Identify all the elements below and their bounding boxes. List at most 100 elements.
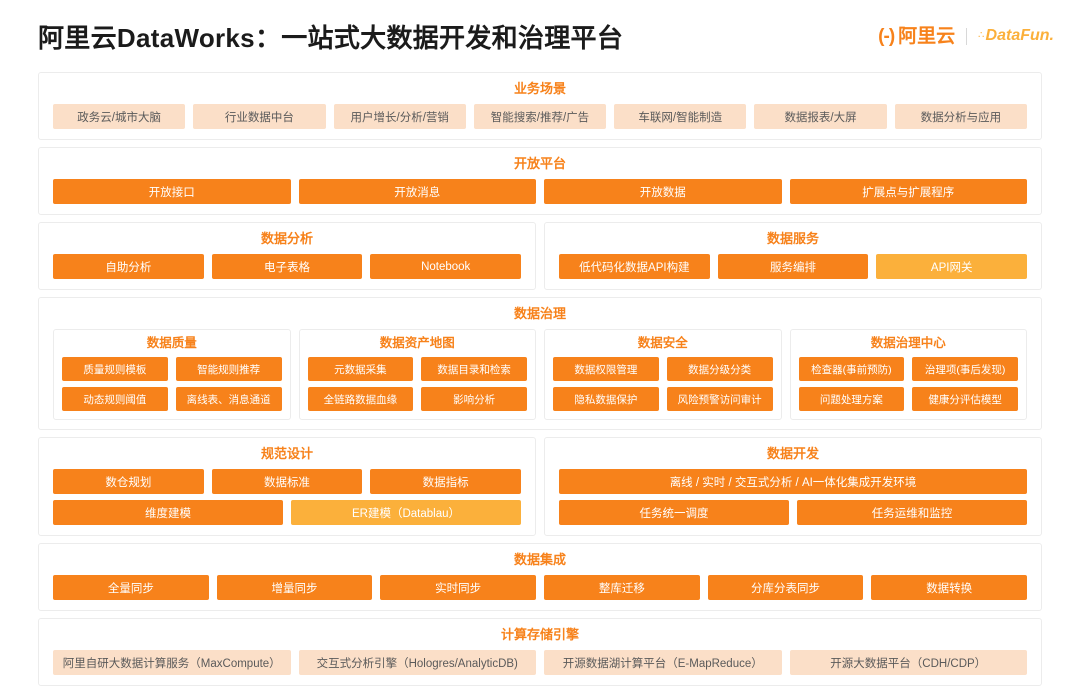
subsection-title-data-asset-map: 数据资产地图 (379, 336, 455, 350)
section-data-integration: 数据集成 全量同步 增量同步 实时同步 整库迁移 分库分表同步 数据转换 (38, 543, 1042, 611)
subsection-data-quality: 数据质量 质量规则模板 智能规则推荐 动态规则阈值 离线表、消息通道 (53, 329, 291, 420)
subsection-title-data-quality: 数据质量 (146, 336, 197, 350)
standard-design-row-2: 维度建模 ER建模（Datablau） (53, 500, 521, 525)
data-development-row-2: 任务统一调度 任务运维和监控 (559, 500, 1027, 525)
chip-dimensional-modeling[interactable]: 维度建模 (53, 500, 283, 525)
chip-full-sync[interactable]: 全量同步 (53, 575, 209, 600)
chip-service-orchestration[interactable]: 服务编排 (717, 254, 869, 279)
chip-governance-item-discovery[interactable]: 治理项(事后发现) (912, 357, 1018, 381)
chip-realtime-sync[interactable]: 实时同步 (380, 575, 537, 600)
open-platform-row: 开放接口 开放消息 开放数据 扩展点与扩展程序 (53, 179, 1027, 204)
chip-open-data[interactable]: 开放数据 (544, 179, 782, 204)
chip-spreadsheet[interactable]: 电子表格 (211, 254, 363, 279)
data-analysis-row: 自助分析 电子表格 Notebook (53, 254, 522, 279)
subsection-data-security: 数据安全 数据权限管理 数据分级分类 隐私数据保护 风险预警访问审计 (544, 329, 782, 420)
chip-self-service-analysis[interactable]: 自助分析 (53, 254, 204, 279)
chip-quality-rule-template[interactable]: 质量规则模板 (62, 357, 168, 381)
section-title-business-scenarios: 业务场景 (513, 81, 566, 96)
data-asset-map-row-1: 元数据采集 数据目录和检索 (307, 357, 527, 381)
chip-data-metrics[interactable]: 数据指标 (370, 469, 522, 494)
section-open-platform: 开放平台 开放接口 开放消息 开放数据 扩展点与扩展程序 (38, 147, 1042, 215)
section-title-data-service: 数据服务 (766, 231, 819, 246)
compute-storage-engine-row: 阿里自研大数据计算服务（MaxCompute） 交互式分析引擎（Hologres… (53, 650, 1027, 675)
chip-smart-search[interactable]: 智能搜索/推荐/广告 (473, 104, 607, 129)
chip-whole-database-migration[interactable]: 整库迁移 (544, 575, 700, 600)
section-standard-design: 规范设计 数仓规划 数据标准 数据指标 维度建模 ER建模（Datablau） (38, 437, 536, 536)
datafun-logo-text: DataFun. (985, 27, 1054, 44)
chip-api-gateway[interactable]: API网关 (876, 254, 1028, 279)
alibaba-bracket-icon: (-) (878, 25, 895, 47)
data-security-row-2: 隐私数据保护 风险预警访问审计 (553, 387, 773, 411)
chip-industry-data-midend[interactable]: 行业数据中台 (193, 104, 326, 129)
data-service-row: 低代码化数据API构建 服务编排 API网关 (559, 254, 1028, 279)
chip-data-analysis-apps[interactable]: 数据分析与应用 (894, 104, 1027, 129)
chip-incremental-sync[interactable]: 增量同步 (216, 575, 373, 600)
chip-data-standard[interactable]: 数据标准 (211, 469, 363, 494)
chip-data-catalog-search[interactable]: 数据目录和检索 (421, 357, 527, 381)
datafun-logo: ∴ DataFun. (978, 28, 1054, 44)
chip-impact-analysis[interactable]: 影响分析 (421, 387, 527, 411)
page-header: 阿里云DataWorks：一站式大数据开发和治理平台 (-) 阿里云 ∴ Dat… (0, 0, 1080, 72)
chip-hologres-analyticdb[interactable]: 交互式分析引擎（Hologres/AnalyticDB) (298, 650, 536, 675)
chip-data-classification[interactable]: 数据分级分类 (666, 357, 773, 381)
chip-open-message[interactable]: 开放消息 (298, 179, 536, 204)
data-integration-row: 全量同步 增量同步 实时同步 整库迁移 分库分表同步 数据转换 (53, 575, 1028, 600)
data-security-row-1: 数据权限管理 数据分级分类 (553, 357, 773, 381)
governance-center-row-2: 问题处理方案 健康分评估模型 (798, 387, 1018, 411)
chip-government-cloud[interactable]: 政务云/城市大脑 (53, 104, 186, 129)
section-title-data-governance: 数据治理 (513, 306, 566, 321)
chip-integrated-dev-environment[interactable]: 离线 / 实时 / 交互式分析 / AI一体化集成开发环境 (559, 469, 1027, 494)
chip-data-reports[interactable]: 数据报表/大屏 (754, 104, 887, 129)
chip-health-score-model[interactable]: 健康分评估模型 (912, 387, 1018, 411)
alibaba-cloud-logo-text: 阿里云 (898, 25, 956, 47)
section-title-data-integration: 数据集成 (513, 552, 566, 567)
chip-extension-points[interactable]: 扩展点与扩展程序 (789, 179, 1027, 204)
logo-divider (966, 27, 968, 45)
section-analysis-service-split: 数据分析 自助分析 电子表格 Notebook 数据服务 低代码化数据API构建… (38, 222, 1042, 290)
chip-dynamic-rule-threshold[interactable]: 动态规则阈值 (62, 387, 168, 411)
data-quality-row-2: 动态规则阈值 离线表、消息通道 (62, 387, 282, 411)
chip-maxcompute[interactable]: 阿里自研大数据计算服务（MaxCompute） (53, 650, 291, 675)
chip-privacy-data-protection[interactable]: 隐私数据保护 (553, 387, 659, 411)
datafun-dots-icon: ∴ (978, 30, 984, 41)
chip-checker-prevention[interactable]: 检查器(事前预防) (798, 357, 905, 381)
chip-notebook[interactable]: Notebook (370, 254, 522, 279)
chip-metadata-collection[interactable]: 元数据采集 (307, 357, 414, 381)
logo-group: (-) 阿里云 ∴ DataFun. (878, 27, 1054, 46)
chip-cdh-cdp[interactable]: 开源大数据平台（CDH/CDP） (789, 650, 1027, 675)
chip-lowcode-data-api[interactable]: 低代码化数据API构建 (559, 254, 710, 279)
section-title-data-analysis: 数据分析 (260, 231, 313, 246)
data-development-row-1: 离线 / 实时 / 交互式分析 / AI一体化集成开发环境 (559, 469, 1027, 494)
chip-smart-rule-recommend[interactable]: 智能规则推荐 (175, 357, 282, 381)
data-asset-map-row-2: 全链路数据血缘 影响分析 (307, 387, 527, 411)
chip-risk-alert-access-audit[interactable]: 风险预警访问审计 (666, 387, 773, 411)
standard-design-row-1: 数仓规划 数据标准 数据指标 (53, 469, 522, 494)
subsection-data-asset-map: 数据资产地图 元数据采集 数据目录和检索 全链路数据血缘 影响分析 (298, 329, 536, 420)
section-business-scenarios: 业务场景 政务云/城市大脑 行业数据中台 用户增长/分析/营销 智能搜索/推荐/… (38, 72, 1042, 140)
chip-issue-resolution-plan[interactable]: 问题处理方案 (798, 387, 905, 411)
chip-user-growth[interactable]: 用户增长/分析/营销 (333, 104, 466, 129)
chip-data-transformation[interactable]: 数据转换 (871, 575, 1028, 600)
chip-emapreduce[interactable]: 开源数据湖计算平台（E-MapReduce） (544, 650, 782, 675)
section-data-development: 数据开发 离线 / 实时 / 交互式分析 / AI一体化集成开发环境 任务统一调… (544, 437, 1042, 536)
subsection-data-governance-center: 数据治理中心 检查器(事前预防) 治理项(事后发现) 问题处理方案 健康分评估模… (789, 329, 1027, 420)
data-governance-groups: 数据质量 质量规则模板 智能规则推荐 动态规则阈值 离线表、消息通道 数据资产地… (53, 329, 1027, 420)
section-title-standard-design: 规范设计 (260, 446, 313, 461)
chip-open-api[interactable]: 开放接口 (53, 179, 291, 204)
section-compute-storage-engine: 计算存储引擎 阿里自研大数据计算服务（MaxCompute） 交互式分析引擎（H… (38, 618, 1042, 686)
page-title: 阿里云DataWorks：一站式大数据开发和治理平台 (38, 22, 624, 53)
chip-unified-task-scheduling[interactable]: 任务统一调度 (559, 500, 789, 525)
alibaba-cloud-logo: (-) 阿里云 (878, 27, 955, 46)
chip-sharding-sync[interactable]: 分库分表同步 (707, 575, 864, 600)
chip-offline-table-message-channel[interactable]: 离线表、消息通道 (175, 387, 282, 411)
section-data-service: 数据服务 低代码化数据API构建 服务编排 API网关 (544, 222, 1042, 290)
chip-full-link-data-lineage[interactable]: 全链路数据血缘 (307, 387, 414, 411)
chip-warehouse-planning[interactable]: 数仓规划 (53, 469, 204, 494)
chip-task-ops-monitoring[interactable]: 任务运维和监控 (797, 500, 1027, 525)
subsection-title-data-governance-center: 数据治理中心 (870, 336, 946, 350)
section-title-compute-storage-engine: 计算存储引擎 (500, 627, 579, 642)
chip-iov-manufacturing[interactable]: 车联网/智能制造 (614, 104, 747, 129)
chip-data-permission-management[interactable]: 数据权限管理 (553, 357, 659, 381)
chip-er-modeling-datablau[interactable]: ER建模（Datablau） (291, 500, 521, 525)
